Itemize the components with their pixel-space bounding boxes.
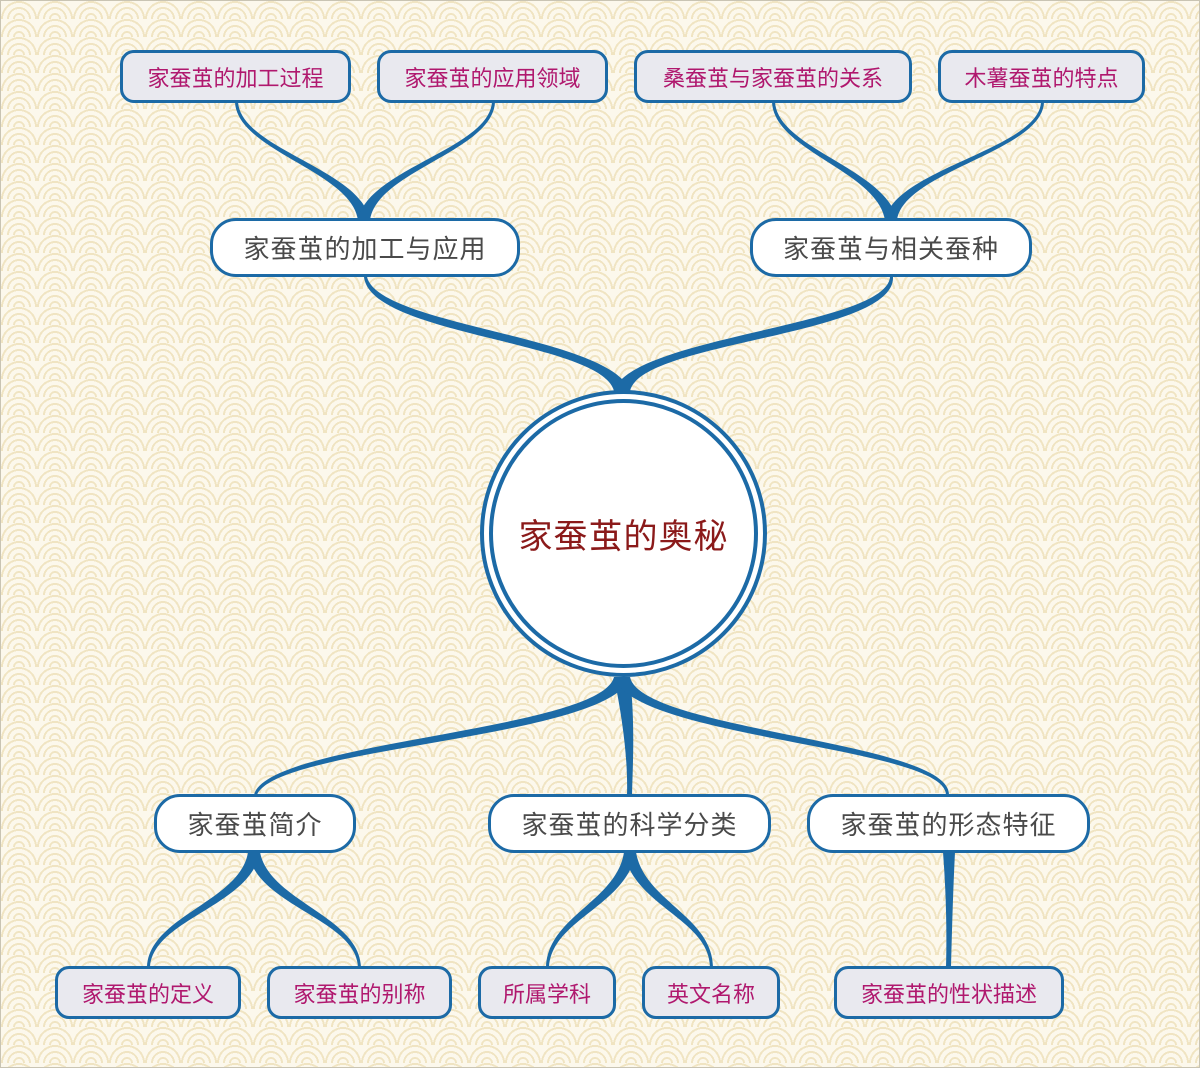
root-node[interactable]: 家蚕茧的奥秘	[489, 399, 758, 668]
connector-intro-to-leaf-alias	[248, 852, 361, 967]
leaf-label: 英文名称	[666, 982, 755, 1008]
leaf-label: 木薯蚕茧的特点	[964, 66, 1119, 92]
connector-root-to-branch-related	[614, 277, 894, 391]
connector-classification-to-leaf-discipline	[546, 852, 636, 967]
branch-label: 家蚕茧的科学分类	[521, 811, 738, 841]
branch-label: 家蚕茧与相关蚕种	[782, 235, 999, 265]
branch-label: 家蚕茧简介	[187, 811, 323, 841]
connector-root-to-branch-classification	[614, 677, 634, 795]
connector-intro-to-leaf-definition	[147, 852, 260, 967]
connector-processing-to-leaf-application	[358, 102, 495, 220]
branch-morphology[interactable]: 家蚕茧的形态特征	[807, 794, 1090, 853]
connector-morphology-to-leaf-traits	[943, 852, 955, 967]
leaf-cassava-features[interactable]: 木薯蚕茧的特点	[938, 50, 1145, 103]
branch-label: 家蚕茧的加工与应用	[243, 235, 487, 265]
connector-root-to-branch-processing	[364, 277, 630, 391]
leaf-mulberry-relation[interactable]: 桑蚕茧与家蚕茧的关系	[634, 50, 912, 103]
leaf-alias[interactable]: 家蚕茧的别称	[267, 966, 452, 1019]
leaf-discipline[interactable]: 所属学科	[478, 966, 616, 1019]
leaf-label: 家蚕茧的应用领域	[404, 66, 581, 92]
branch-processing-application[interactable]: 家蚕茧的加工与应用	[210, 218, 520, 277]
leaf-label: 家蚕茧的加工过程	[147, 66, 324, 92]
connector-processing-to-leaf-process	[235, 102, 370, 220]
branch-scientific-classification[interactable]: 家蚕茧的科学分类	[488, 794, 771, 853]
leaf-label: 家蚕茧的别称	[293, 982, 426, 1008]
connector-related-to-leaf-cassava	[885, 102, 1044, 220]
leaf-label: 所属学科	[502, 982, 591, 1008]
leaf-application-fields[interactable]: 家蚕茧的应用领域	[377, 50, 608, 103]
branch-label: 家蚕茧的形态特征	[840, 811, 1057, 841]
connector-related-to-leaf-mulberry	[772, 102, 897, 220]
leaf-english-name[interactable]: 英文名称	[642, 966, 780, 1019]
leaf-label: 家蚕茧的性状描述	[860, 982, 1037, 1008]
connector-classification-to-leaf-english	[624, 852, 713, 967]
leaf-label: 家蚕茧的定义	[81, 982, 214, 1008]
leaf-label: 桑蚕茧与家蚕茧的关系	[662, 66, 883, 92]
root-label: 家蚕茧的奥秘	[518, 517, 729, 557]
leaf-definition[interactable]: 家蚕茧的定义	[55, 966, 241, 1019]
leaf-traits-description[interactable]: 家蚕茧的性状描述	[834, 966, 1064, 1019]
leaf-processing-process[interactable]: 家蚕茧的加工过程	[120, 50, 351, 103]
connector-root-to-branch-intro	[254, 677, 630, 795]
branch-related-species[interactable]: 家蚕茧与相关蚕种	[750, 218, 1032, 277]
connector-root-to-branch-morphology	[614, 677, 950, 795]
branch-introduction[interactable]: 家蚕茧简介	[154, 794, 356, 853]
